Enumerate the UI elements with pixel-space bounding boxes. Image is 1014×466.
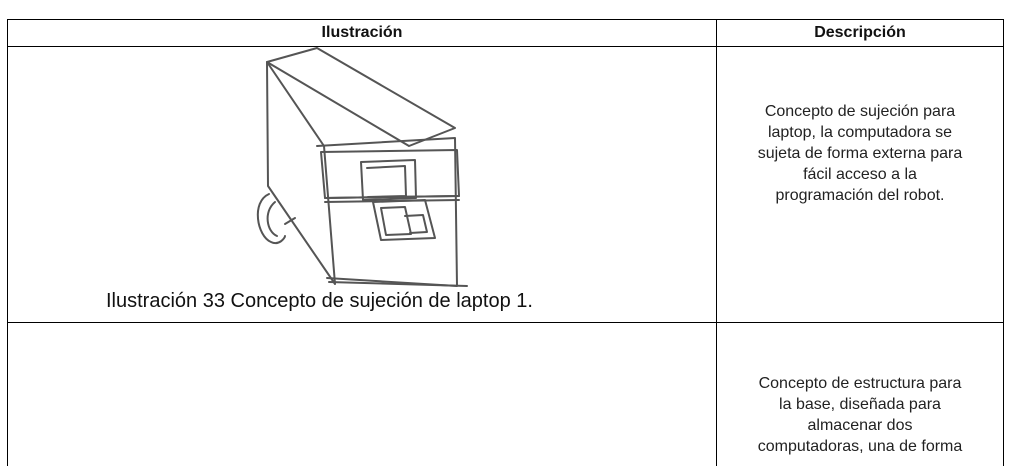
laptop-holder-sketch-image bbox=[256, 47, 468, 287]
figure-caption: Ilustración 33 Concepto de sujeción de l… bbox=[106, 290, 533, 312]
row-description: Concepto de estructura para la base, dis… bbox=[718, 373, 1002, 457]
description-line: Concepto de sujeción para bbox=[764, 103, 956, 120]
row-description: Concepto de sujeción para laptop, la com… bbox=[718, 101, 1002, 206]
description-line: la base, diseñada para bbox=[779, 396, 941, 413]
description-line: Concepto de estructura para bbox=[758, 375, 962, 392]
description-line: fácil acceso a la bbox=[803, 166, 917, 183]
header-description: Descripción bbox=[814, 24, 906, 41]
header-illustration: Ilustración bbox=[321, 24, 403, 41]
description-line: programación del robot. bbox=[775, 187, 945, 204]
description-line: computadoras, una de forma bbox=[757, 438, 963, 455]
description-line: almacenar dos bbox=[807, 417, 913, 434]
description-line: sujeta de forma externa para bbox=[757, 145, 963, 162]
description-line: laptop, la computadora se bbox=[767, 124, 953, 141]
